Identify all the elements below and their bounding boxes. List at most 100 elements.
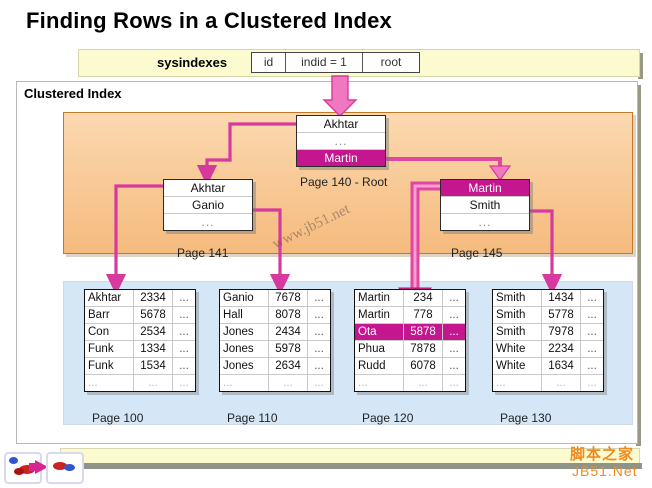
table-row[interactable]: Akhtar 2334 ... [85, 290, 195, 307]
table-row[interactable]: Smith 7978 ... [493, 324, 603, 341]
row-key: Ganio [220, 290, 269, 306]
table-row[interactable]: Jones 2434 ... [220, 324, 330, 341]
table-row-highlighted[interactable]: Ota 5878 ... [355, 324, 465, 341]
index-row-martin-highlighted[interactable]: Martin [441, 180, 529, 197]
page-label-145: Page 145 [451, 246, 503, 260]
row-key: Hall [220, 307, 269, 323]
row-key: Smith [493, 307, 542, 323]
data-page-100[interactable]: Akhtar 2334 ... Barr 5678 ... Con 2534 .… [84, 289, 196, 392]
row-value: ... [269, 375, 308, 391]
transition-arrow-icon [35, 460, 48, 474]
row-key: ... [493, 375, 542, 391]
sysindexes-col-root: root [363, 53, 419, 72]
row-value: 1334 [134, 341, 173, 357]
row-value: 5778 [542, 307, 581, 323]
row-key: Barr [85, 307, 134, 323]
table-row[interactable]: Martin 778 ... [355, 307, 465, 324]
table-row[interactable]: White 1634 ... [493, 358, 603, 375]
row-key: ... [355, 375, 404, 391]
row-key: ... [220, 375, 269, 391]
data-page-110[interactable]: Ganio 7678 ... Hall 8078 ... Jones 2434 … [219, 289, 331, 392]
row-extra: ... [179, 343, 189, 355]
row-key: Phua [355, 341, 404, 357]
table-row[interactable]: Smith 1434 ... [493, 290, 603, 307]
row-value: 5678 [134, 307, 173, 323]
row-key: Jones [220, 358, 269, 374]
row-extra: ... [179, 309, 189, 321]
table-row[interactable]: Smith 5778 ... [493, 307, 603, 324]
row-value: 7878 [404, 341, 443, 357]
bottom-shadow-bar [64, 463, 642, 469]
table-row[interactable]: Funk 1334 ... [85, 341, 195, 358]
table-row-ellipsis: ... ... ... [220, 375, 330, 391]
row-value: 6078 [404, 358, 443, 374]
row-extra: ... [314, 309, 324, 321]
banner-shadow [638, 53, 643, 79]
row-extra: ... [449, 360, 459, 372]
sysindexes-label: sysindexes [157, 55, 228, 70]
table-row[interactable]: Barr 5678 ... [85, 307, 195, 324]
row-key: Martin [355, 290, 404, 306]
index-row-martin-highlighted[interactable]: Martin [297, 150, 385, 166]
watermark-en: JB51.Net [572, 463, 638, 479]
row-value: 1434 [542, 290, 581, 306]
slide-thumbnail-after-icon[interactable] [46, 452, 84, 484]
table-row[interactable]: Jones 2634 ... [220, 358, 330, 375]
index-row-ellipsis: ... [478, 215, 492, 229]
row-extra: ... [314, 326, 324, 338]
data-page-120[interactable]: Martin 234 ... Martin 778 ... Ota 5878 .… [354, 289, 466, 392]
data-page-130[interactable]: Smith 1434 ... Smith 5778 ... Smith 7978… [492, 289, 604, 392]
index-node-page140[interactable]: Akhtar ... Martin [296, 115, 386, 167]
watermark-cn: 脚本之家 [570, 446, 635, 463]
table-row[interactable]: Con 2534 ... [85, 324, 195, 341]
row-extra: ... [449, 377, 459, 389]
table-row-ellipsis: ... ... ... [493, 375, 603, 391]
table-row[interactable]: Hall 8078 ... [220, 307, 330, 324]
row-value: ... [542, 375, 581, 391]
row-value: 7978 [542, 324, 581, 340]
row-value: ... [404, 375, 443, 391]
row-extra: ... [314, 343, 324, 355]
row-key: Smith [493, 290, 542, 306]
row-extra: ... [449, 292, 459, 304]
index-row-akhtar[interactable]: Akhtar [297, 116, 385, 133]
row-extra: ... [179, 360, 189, 372]
index-row-ganio[interactable]: Ganio [164, 197, 252, 214]
row-key: Martin [355, 307, 404, 323]
index-row-akhtar[interactable]: Akhtar [164, 180, 252, 197]
row-extra: ... [449, 326, 459, 338]
table-row[interactable]: Funk 1534 ... [85, 358, 195, 375]
row-key: White [493, 358, 542, 374]
row-extra: ... [314, 360, 324, 372]
row-key: Akhtar [85, 290, 134, 306]
row-key: White [493, 341, 542, 357]
table-row[interactable]: Jones 5978 ... [220, 341, 330, 358]
sysindexes-col-id: id [252, 53, 286, 72]
row-extra: ... [587, 309, 597, 321]
table-row[interactable]: White 2234 ... [493, 341, 603, 358]
transition-arrow-tail-icon [29, 463, 37, 471]
row-key: Funk [85, 358, 134, 374]
row-extra: ... [314, 292, 324, 304]
row-value: 2434 [269, 324, 308, 340]
clustered-index-title: Clustered Index [24, 86, 122, 101]
page-label-130: Page 130 [500, 411, 552, 425]
row-extra: ... [179, 326, 189, 338]
table-row[interactable]: Ganio 7678 ... [220, 290, 330, 307]
table-row[interactable]: Martin 234 ... [355, 290, 465, 307]
index-node-page141[interactable]: Akhtar Ganio ... [163, 179, 253, 231]
animation-transition-icons[interactable] [4, 452, 84, 484]
row-value: 2234 [542, 341, 581, 357]
page-label-100: Page 100 [92, 411, 144, 425]
index-node-page145[interactable]: Martin Smith ... [440, 179, 530, 231]
row-key: Smith [493, 324, 542, 340]
row-value: 5978 [269, 341, 308, 357]
table-row-ellipsis: ... ... ... [355, 375, 465, 391]
index-row-smith[interactable]: Smith [441, 197, 529, 214]
row-extra: ... [449, 343, 459, 355]
table-row[interactable]: Rudd 6078 ... [355, 358, 465, 375]
page-title: Finding Rows in a Clustered Index [26, 8, 392, 33]
row-value: ... [134, 375, 173, 391]
table-row[interactable]: Phua 7878 ... [355, 341, 465, 358]
